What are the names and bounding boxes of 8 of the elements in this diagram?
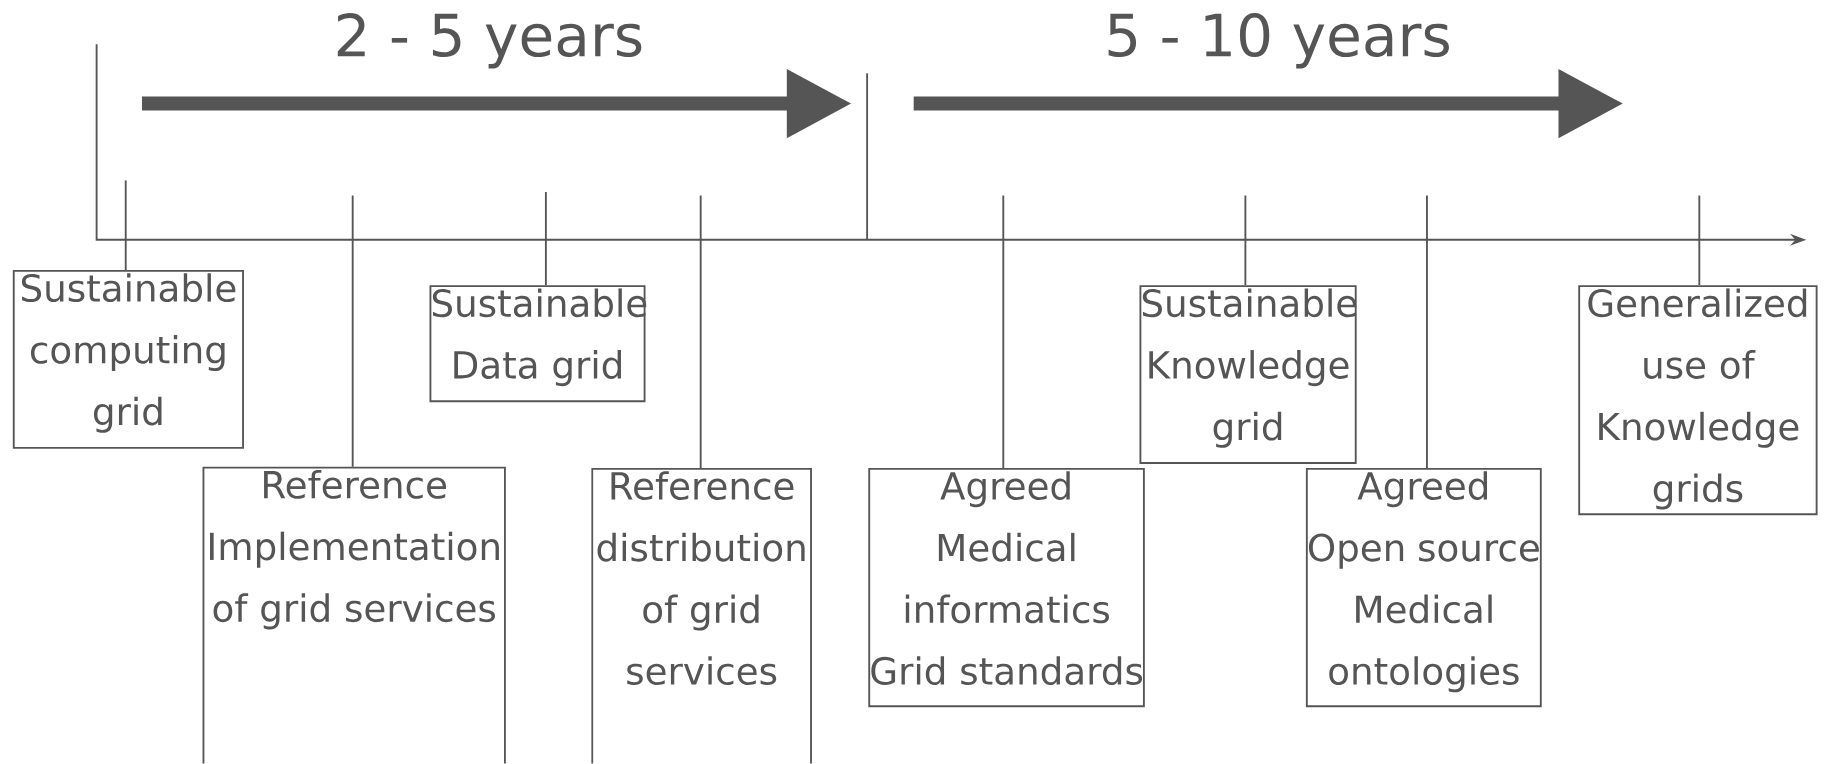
milestone-box: Sustainable computing grid bbox=[12, 270, 244, 450]
milestone-box: Reference distribution of grid services bbox=[591, 468, 812, 764]
period-label: 5 - 10 years bbox=[1108, 13, 1449, 69]
period-label: 2 - 5 years bbox=[337, 13, 642, 69]
milestone-box: Reference Implementation of grid services bbox=[202, 466, 506, 764]
milestone-box: Agreed Medical informatics Grid standards bbox=[868, 468, 1145, 708]
milestone-box: Agreed Open source Medical ontologies bbox=[1305, 468, 1542, 708]
milestone-box: Generalized use of Knowledge grids bbox=[1578, 285, 1818, 516]
